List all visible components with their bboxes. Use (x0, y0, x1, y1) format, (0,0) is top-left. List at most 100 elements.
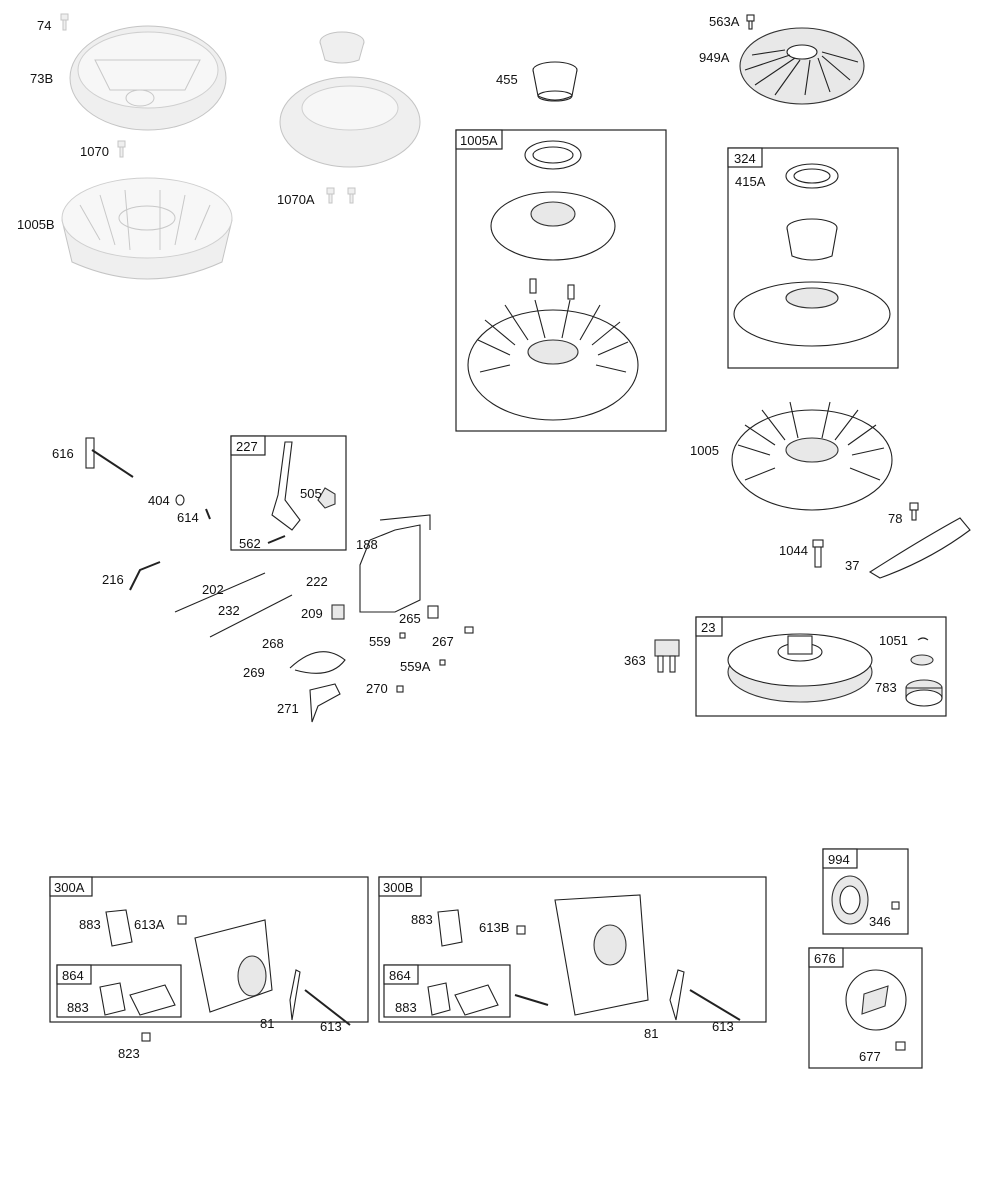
callout-1005: 1005 (690, 443, 719, 458)
group-227-box (230, 435, 347, 551)
group-864b-box (383, 964, 511, 1018)
part-616-shaft (85, 437, 134, 478)
group-label-1005A: 1005A (460, 133, 498, 148)
callout-559A: 559A (400, 659, 431, 674)
part-227-lever (267, 441, 336, 544)
group-label-300A: 300A (54, 880, 85, 895)
callout-188: 188 (356, 537, 378, 552)
callout-562: 562 (239, 536, 261, 551)
group-label-994: 994 (828, 852, 850, 867)
part-1070-bolt (117, 140, 126, 158)
part-324-contents (733, 163, 891, 347)
part-563A-bolt (746, 14, 755, 30)
part-shroud-ghost (279, 76, 421, 168)
callout-1070A: 1070A (277, 192, 315, 207)
callout-363: 363 (624, 653, 646, 668)
callout-613-a: 613 (320, 1019, 342, 1034)
part-676-contents (845, 969, 907, 1051)
part-232-spring (209, 594, 293, 638)
part-300A-contents (99, 909, 351, 1026)
group-864a-box (56, 964, 182, 1018)
callout-222: 222 (306, 574, 328, 589)
part-300B-contents (427, 894, 741, 1021)
callout-270: 270 (366, 681, 388, 696)
part-783-gear (905, 679, 943, 707)
callout-883-a: 883 (79, 917, 101, 932)
part-202-link (174, 572, 266, 613)
group-676-box (808, 947, 923, 1069)
callout-81-b: 81 (644, 1026, 658, 1041)
group-300B-box (378, 876, 767, 1023)
callout-271: 271 (277, 701, 299, 716)
callout-73B: 73B (30, 71, 53, 86)
part-270-nut (396, 685, 404, 693)
callout-1005B: 1005B (17, 217, 55, 232)
callout-949A: 949A (699, 50, 730, 65)
callout-613B: 613B (479, 920, 509, 935)
part-1044-bolt (812, 539, 824, 568)
callout-883-c: 883 (411, 912, 433, 927)
callout-455: 455 (496, 72, 518, 87)
callout-1044: 1044 (779, 543, 808, 558)
part-949A-screen (739, 27, 865, 105)
part-455-starter-cup (532, 61, 578, 102)
part-216-link (129, 561, 161, 591)
part-268-269-cable (289, 651, 346, 674)
callout-232: 232 (218, 603, 240, 618)
callout-265: 265 (399, 611, 421, 626)
group-label-227: 227 (236, 439, 258, 454)
callout-883-d: 883 (395, 1000, 417, 1015)
part-cup-ghost (319, 31, 365, 64)
callout-81-a: 81 (260, 1016, 274, 1031)
part-1051-key (917, 637, 929, 641)
group-label-324: 324 (734, 151, 756, 166)
part-1070A-bolts (326, 187, 356, 204)
part-1005-fan (731, 401, 893, 511)
callout-209: 209 (301, 606, 323, 621)
callout-346: 346 (869, 914, 891, 929)
part-1005B-flywheel-fan (61, 177, 233, 280)
callout-216: 216 (102, 572, 124, 587)
callout-505: 505 (300, 486, 322, 501)
group-994-box (822, 848, 909, 935)
group-1005A-box (455, 129, 667, 432)
part-267-screw (464, 626, 474, 634)
callout-563A: 563A (709, 14, 740, 29)
group-label-676: 676 (814, 951, 836, 966)
part-74-bolt (60, 13, 69, 31)
part-994-contents (831, 875, 900, 925)
part-614-pin (205, 508, 211, 520)
callout-1070: 1070 (80, 144, 109, 159)
callout-labels: 74 73B 1070 1005B 1070A 455 563A 949A 41… (17, 14, 908, 1064)
part-209-spring (331, 604, 345, 620)
callout-613-b: 613 (712, 1019, 734, 1034)
part-23-flywheel (727, 633, 873, 703)
callout-613A: 613A (134, 917, 165, 932)
callout-559: 559 (369, 634, 391, 649)
part-188-bracket (359, 514, 431, 613)
callout-1051: 1051 (879, 633, 908, 648)
group-23-box (695, 616, 947, 717)
callout-616: 616 (52, 446, 74, 461)
group-tags: 1005A 324 227 23 300A 864 300B 864 994 6… (49, 129, 858, 985)
callout-78: 78 (888, 511, 902, 526)
callout-677: 677 (859, 1049, 881, 1064)
group-label-23: 23 (701, 620, 715, 635)
group-label-300B: 300B (383, 880, 413, 895)
callout-614: 614 (177, 510, 199, 525)
callout-823: 823 (118, 1046, 140, 1061)
part-73B-screen-cover (69, 25, 227, 131)
part-37-shield (868, 517, 971, 579)
callout-268: 268 (262, 636, 284, 651)
group-label-864b: 864 (389, 968, 411, 983)
part-265-clip (427, 605, 439, 619)
callout-883-b: 883 (67, 1000, 89, 1015)
callout-202: 202 (202, 582, 224, 597)
part-559-screw (399, 632, 406, 639)
group-324-box (727, 147, 899, 369)
part-823-screw (141, 1032, 151, 1042)
part-78-bolt (909, 502, 919, 521)
callout-74: 74 (37, 18, 51, 33)
part-1005A-contents (467, 140, 639, 421)
part-271-lever (309, 683, 341, 723)
